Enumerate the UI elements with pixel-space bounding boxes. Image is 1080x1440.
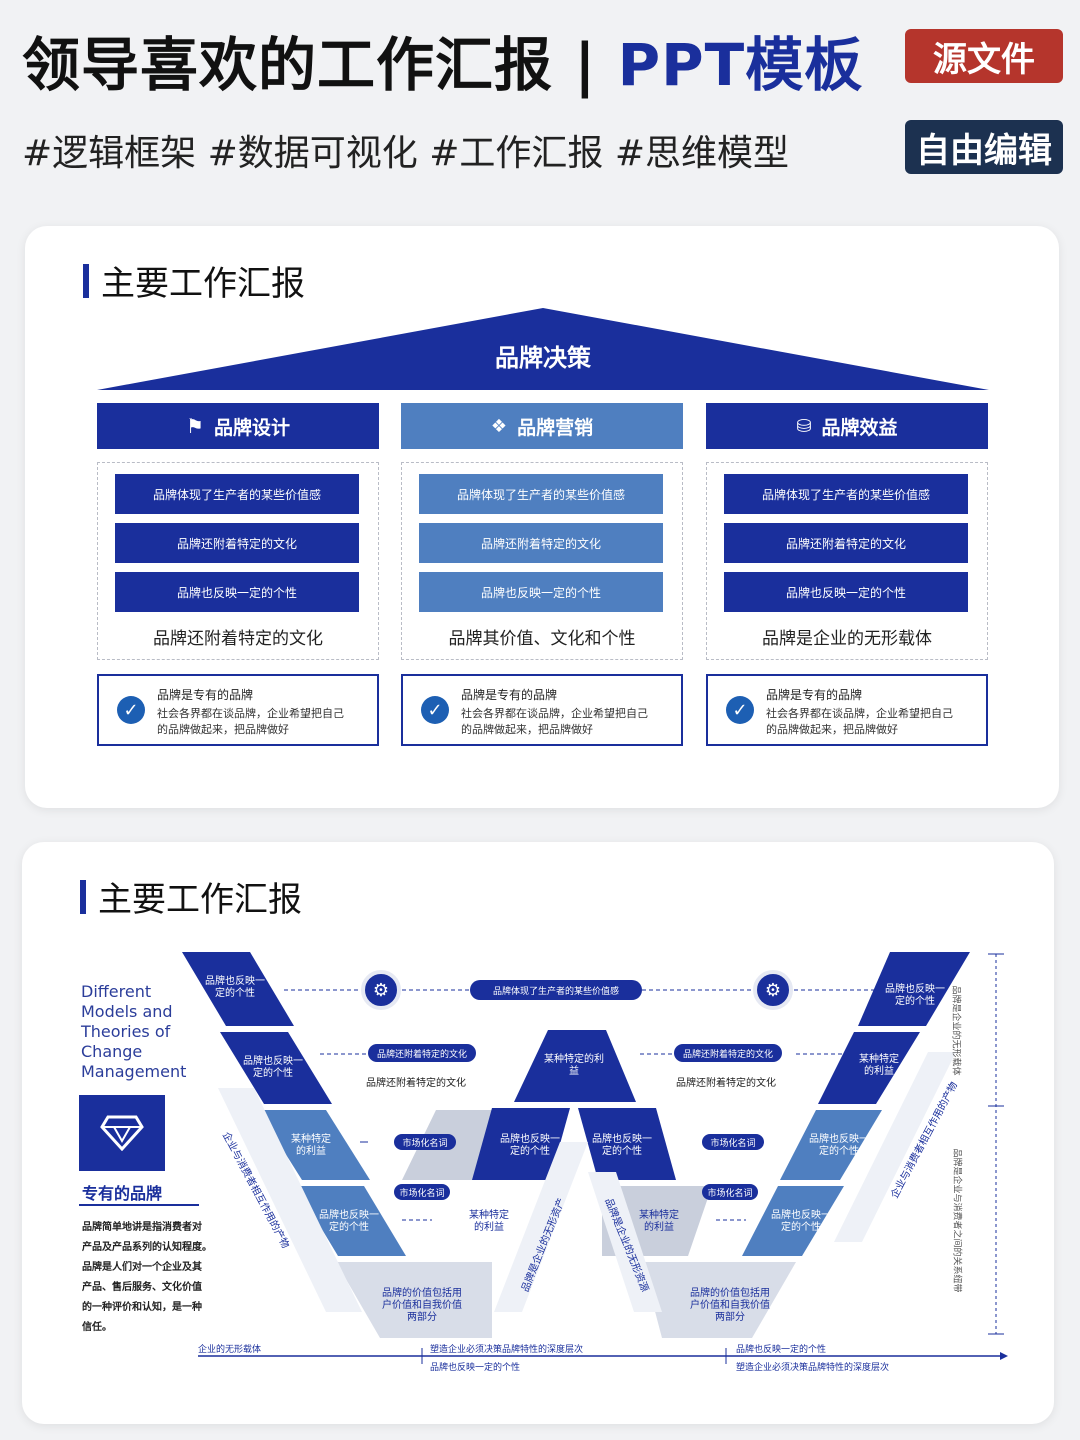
vertical-axis-label: 品牌是企业的无形载体	[950, 985, 961, 1076]
market-pill: 市场化名词	[394, 1134, 456, 1150]
title-separator: |	[574, 31, 597, 99]
list-item: 品牌还附着特定的文化	[115, 523, 359, 563]
w-diagonal-band	[588, 1172, 662, 1312]
list-item: 品牌还附着特定的文化	[419, 523, 663, 563]
source-file-badge[interactable]: 源文件	[905, 29, 1063, 83]
hashtags: #逻辑框架 #数据可视化 #工作汇报 #思维模型	[22, 133, 789, 174]
english-subtitle: Different Models and Theories of Change …	[81, 982, 187, 1081]
w-block	[258, 1110, 370, 1180]
diamond-icon	[100, 1115, 144, 1151]
column-box-design	[97, 462, 379, 660]
column-head-benefit: ⛁ 品牌效益	[706, 403, 988, 449]
brand-title-underline	[79, 1204, 199, 1206]
block-label: 某种特定 的利益	[469, 1210, 509, 1233]
list-item: 品牌也反映一定的个性	[419, 572, 663, 612]
column-caption: 品牌是企业的无形载体	[762, 629, 932, 649]
w-block	[514, 1030, 636, 1102]
w-block	[336, 1262, 492, 1338]
title-accent-bar	[80, 879, 86, 914]
title-ppt: PPT模板	[617, 31, 864, 99]
w-diagonal-band	[218, 1088, 362, 1312]
block-label: 品牌的价值包括用 户价值和自我价值 两部分	[690, 1288, 770, 1323]
block-label: 品牌的价值包括用 户价值和自我价值 两部分	[382, 1288, 462, 1323]
list-item: 品牌体现了生产者的某些价值感	[115, 474, 359, 514]
market-pill: 市场化名词	[394, 1184, 450, 1200]
market-pill: 市场化名词	[702, 1134, 764, 1150]
mid-caption-left: 品牌还附着特定的文化	[366, 1078, 466, 1089]
info-box: ✓ 品牌是专有的品牌 社会各界都在谈品牌，企业希望把自己 的品牌做起来，把品牌做…	[706, 674, 988, 746]
mid-pill-right: 品牌还附着特定的文化	[674, 1044, 782, 1062]
slide-card-2[interactable]: 主要工作汇报 Different Models and Theories of …	[22, 842, 1054, 1424]
info-box: ✓ 品牌是专有的品牌 社会各界都在谈品牌，企业希望把自己 的品牌做起来，把品牌做…	[97, 674, 379, 746]
flag-icon: ⚑	[186, 414, 204, 438]
axis-label: 塑造企业必须决策品牌特性的深度层次	[430, 1345, 584, 1355]
w-block	[578, 1108, 676, 1180]
list-item: 品牌还附着特定的文化	[724, 523, 968, 563]
mid-caption-right: 品牌还附着特定的文化	[676, 1078, 776, 1089]
column-box-marketing	[401, 462, 683, 660]
block-label: 品牌也反映一 定的个性	[243, 1056, 303, 1079]
block-label: 某种特定的利 益	[544, 1054, 604, 1077]
roof-triangle	[97, 308, 989, 390]
w-block	[780, 1110, 882, 1180]
list-item: 品牌也反映一定的个性	[115, 572, 359, 612]
list-item: 品牌体现了生产者的某些价值感	[419, 474, 663, 514]
gear-icon: ⚙	[361, 970, 401, 1010]
column-head-marketing: ❖ 品牌营销	[401, 403, 683, 449]
block-label: 品牌也反映一 定的个性	[771, 1210, 831, 1233]
market-pill: 市场化名词	[702, 1184, 758, 1200]
w-block	[818, 1032, 920, 1104]
axis-label: 品牌也反映一定的个性	[430, 1363, 521, 1373]
gear-icon: ⚙	[753, 970, 793, 1010]
w-block	[858, 952, 970, 1026]
brand-title: 专有的品牌	[82, 1184, 163, 1203]
roof-label: 品牌决策	[495, 344, 591, 372]
axis-label: 品牌也反映一定的个性	[736, 1345, 827, 1355]
block-label: 品牌也反映一 定的个性	[592, 1134, 652, 1157]
list-item: 品牌体现了生产者的某些价值感	[724, 474, 968, 514]
top-pill: 品牌体现了生产者的某些价值感	[470, 980, 642, 1000]
section-title: 主要工作汇报	[80, 872, 302, 921]
block-label: 某种特定 的利益	[859, 1054, 899, 1077]
block-label: 某种特定 的利益	[291, 1134, 331, 1157]
free-edit-badge[interactable]: 自由编辑	[905, 120, 1063, 174]
dropbox-icon: ❖	[490, 415, 508, 437]
slide-card-1[interactable]: 主要工作汇报 品牌决策 ⚑ 品牌设计 品牌体现了生产者的某些价值感 品牌还附着特…	[25, 226, 1059, 808]
block-label: 品牌也反映一 定的个性	[885, 984, 945, 1007]
w-diagonal-band	[834, 1052, 956, 1242]
info-box: ✓ 品牌是专有的品牌 社会各界都在谈品牌，企业希望把自己 的品牌做起来，把品牌做…	[401, 674, 683, 746]
w-block	[472, 1108, 570, 1180]
w-block	[220, 1032, 332, 1104]
mid-pill-left: 品牌还附着特定的文化	[368, 1044, 476, 1062]
w-diagram	[182, 952, 1008, 1364]
section-title: 主要工作汇报	[83, 256, 305, 305]
list-item: 品牌也反映一定的个性	[724, 572, 968, 612]
axis-label: 塑造企业必须决策品牌特性的深度层次	[736, 1363, 890, 1373]
column-caption: 品牌还附着特定的文化	[153, 629, 323, 649]
column-caption: 品牌其价值、文化和个性	[448, 629, 636, 649]
title-accent-bar	[83, 263, 89, 298]
block-label: 品牌也反映一 定的个性	[500, 1134, 560, 1157]
w-block	[296, 1186, 406, 1256]
page-title: 领导喜欢的工作汇报 | PPT模板	[22, 18, 863, 102]
cubes-icon: ⛁	[796, 415, 812, 437]
title-main: 领导喜欢的工作汇报	[22, 31, 554, 99]
block-label: 品牌也反映一 定的个性	[809, 1134, 869, 1157]
column-box-benefit	[706, 462, 988, 660]
w-block	[742, 1186, 844, 1256]
w-diagonal-band	[494, 1142, 588, 1312]
diamond-icon-box	[79, 1095, 165, 1171]
vertical-axis-label: 品牌是企业与消费者之间的关系纽带	[951, 1148, 962, 1293]
w-block	[182, 952, 294, 1026]
block-label: 品牌也反映一 定的个性	[319, 1210, 379, 1233]
check-circle-icon: ✓	[726, 696, 754, 724]
axis-label: 企业的无形载体	[198, 1345, 262, 1355]
column-head-design: ⚑ 品牌设计	[97, 403, 379, 449]
check-circle-icon: ✓	[421, 696, 449, 724]
check-circle-icon: ✓	[117, 696, 145, 724]
block-label: 品牌也反映一 定的个性	[205, 976, 265, 999]
block-label: 某种特定 的利益	[639, 1210, 679, 1233]
w-block	[642, 1262, 796, 1338]
brand-description: 品牌简单地讲是指消费者对 产品及产品系列的认知程度。 品牌是人们对一个企业及其 …	[82, 1222, 212, 1333]
